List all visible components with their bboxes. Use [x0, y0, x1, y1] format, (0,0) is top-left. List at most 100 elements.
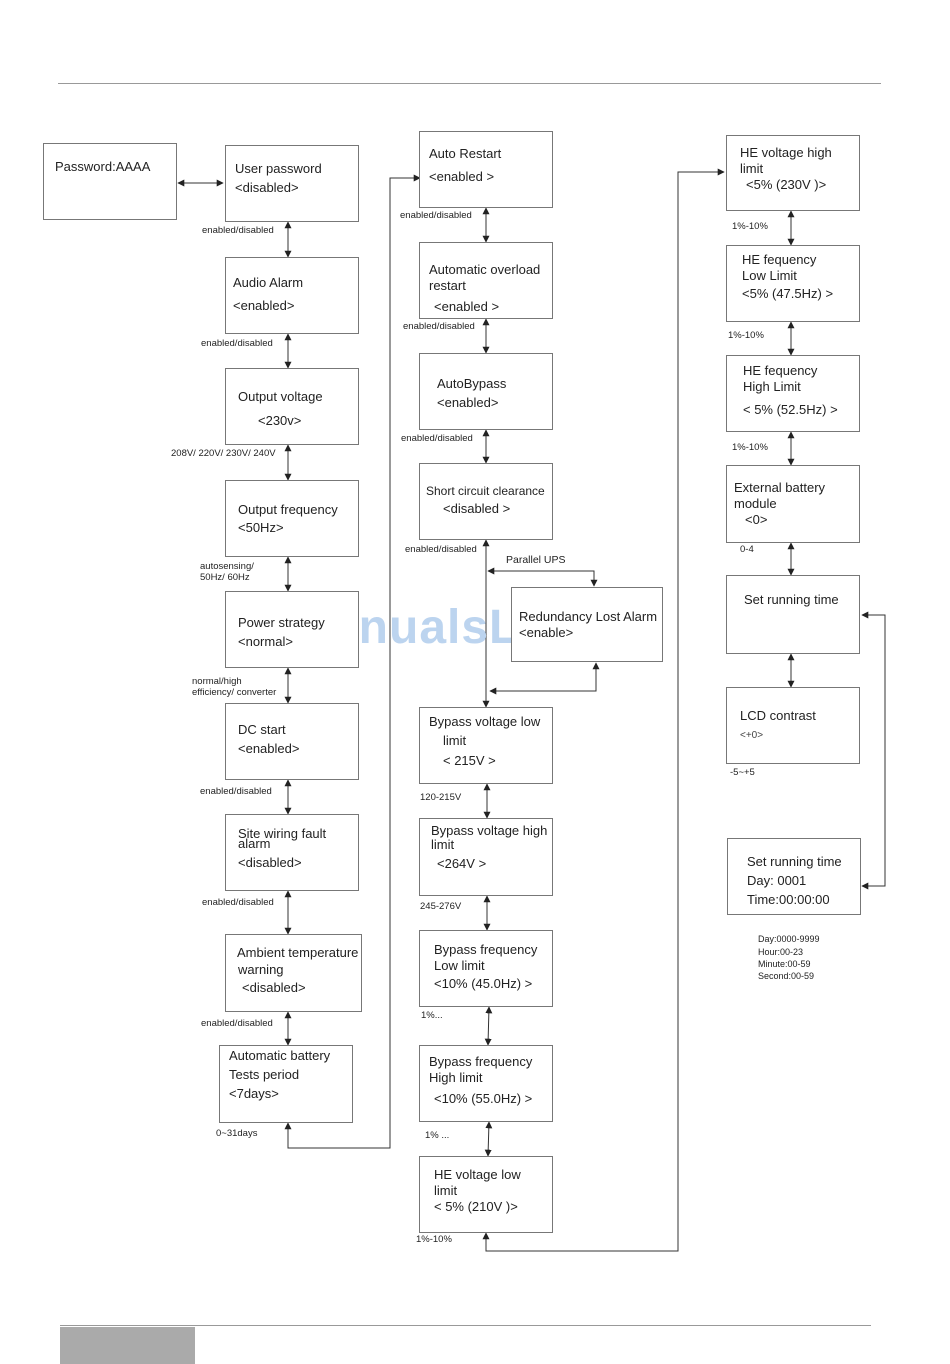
output-frequency-box[interactable]: Output frequency <50Hz> — [225, 480, 359, 557]
he-voltage-low-value: < 5% (210V )> — [434, 1199, 518, 1214]
set-running-time-detail-box[interactable]: Set running time Day: 0001 Time:00:00:00 — [727, 838, 861, 915]
bypass-voltage-low-value: < 215V > — [443, 753, 496, 768]
he-voltage-low-title-2: limit — [434, 1183, 458, 1198]
overload-restart-box[interactable]: Automatic overload restart <enabled > — [419, 242, 553, 319]
bypass-voltage-high-value: <264V > — [437, 856, 487, 871]
site-wiring-title-2: alarm — [238, 836, 271, 851]
range-site-wiring: enabled/disabled — [202, 897, 274, 908]
range-audio-alarm: enabled/disabled — [201, 338, 273, 349]
range-output-frequency-1: autosensing/ — [200, 561, 254, 572]
he-frequency-low-title: HE fequency — [742, 252, 817, 267]
short-circuit-title: Short circuit clearance — [426, 484, 545, 498]
password-box[interactable]: Password:AAAA — [43, 143, 177, 220]
range-output-voltage: 208V/ 220V/ 230V/ 240V — [171, 448, 276, 459]
audio-alarm-box[interactable]: Audio Alarm <enabled> — [225, 257, 359, 334]
he-voltage-low-title: HE voltage low — [434, 1167, 521, 1182]
he-frequency-low-box[interactable]: HE fequency Low Limit <5% (47.5Hz) > — [726, 245, 860, 322]
bypass-frequency-low-title-2: Low limit — [434, 958, 485, 973]
autobypass-box[interactable]: AutoBypass <enabled> — [419, 353, 553, 430]
he-voltage-high-title-2: limit — [740, 161, 764, 176]
bypass-voltage-low-box[interactable]: Bypass voltage low limit < 215V > — [419, 707, 553, 784]
he-frequency-low-title-2: Low Limit — [742, 268, 797, 283]
range-he-voltage-low: 1%-10% — [416, 1234, 452, 1245]
lcd-contrast-value: <+0> — [740, 730, 764, 741]
user-password-title: User password — [235, 161, 322, 176]
range-running-time-minute: Minute:00-59 — [758, 959, 811, 969]
footer-rule — [60, 1325, 871, 1326]
bypass-frequency-high-title: Bypass frequency — [429, 1054, 533, 1069]
ambient-temperature-box[interactable]: Ambient temperature warning <disabled> — [225, 934, 362, 1012]
ambient-temperature-title-2: warning — [238, 962, 284, 977]
range-bypass-voltage-high: 245-276V — [420, 901, 462, 912]
dc-start-box[interactable]: DC start <enabled> — [225, 703, 359, 780]
bypass-frequency-low-box[interactable]: Bypass frequency Low limit <10% (45.0Hz)… — [419, 930, 553, 1007]
bypass-voltage-high-title: Bypass voltage high — [431, 823, 548, 838]
range-running-time-hour: Hour:00-23 — [758, 947, 804, 957]
bypass-frequency-low-value: <10% (45.0Hz) > — [434, 976, 533, 991]
lcd-contrast-box[interactable]: LCD contrast <+0> — [726, 687, 860, 764]
user-password-value: <disabled> — [235, 180, 299, 195]
short-circuit-box[interactable]: Short circuit clearance <disabled > — [419, 463, 553, 540]
autobypass-title: AutoBypass — [437, 376, 507, 391]
range-short-circuit: enabled/disabled — [405, 544, 477, 555]
password-text: Password:AAAA — [55, 159, 151, 174]
he-frequency-low-value: <5% (47.5Hz) > — [742, 286, 834, 301]
range-running-time-second: Second:00-59 — [758, 971, 815, 981]
battery-tests-box[interactable]: Automatic battery Tests period <7days> — [219, 1045, 353, 1123]
he-voltage-low-box[interactable]: HE voltage low limit < 5% (210V )> — [419, 1156, 553, 1233]
lcd-contrast-title: LCD contrast — [740, 708, 816, 723]
redundancy-lost-alarm-box[interactable]: Redundancy Lost Alarm <enable> — [511, 587, 663, 662]
external-battery-title-2: module — [734, 496, 777, 511]
overload-restart-title-2: restart — [429, 278, 466, 293]
set-running-time-box[interactable]: Set running time — [726, 575, 860, 654]
running-time-detail-day: Day: 0001 — [747, 873, 807, 888]
overload-restart-title: Automatic overload — [429, 262, 541, 277]
site-wiring-title: Site wiring fault — [238, 826, 327, 841]
power-strategy-box[interactable]: Power strategy <normal> — [225, 591, 359, 668]
he-frequency-high-title: HE fequency — [743, 363, 818, 378]
range-ambient-temperature: enabled/disabled — [201, 1018, 273, 1029]
auto-restart-value: <enabled > — [429, 169, 495, 184]
he-frequency-high-title-2: High Limit — [743, 379, 801, 394]
range-power-strategy-1: normal/high — [192, 676, 242, 687]
auto-restart-title: Auto Restart — [429, 146, 502, 161]
range-bypass-frequency-high: 1% ... — [425, 1130, 450, 1141]
dc-start-title: DC start — [238, 722, 286, 737]
he-voltage-high-value: <5% (230V )> — [746, 177, 827, 192]
output-voltage-box[interactable]: Output voltage <230v> — [225, 368, 359, 445]
range-he-frequency-high: 1%-10% — [732, 442, 768, 453]
bypass-frequency-high-box[interactable]: Bypass frequency High limit <10% (55.0Hz… — [419, 1045, 553, 1122]
range-battery-tests: 0~31days — [216, 1128, 258, 1139]
range-external-battery: 0-4 — [740, 544, 754, 555]
he-voltage-high-box[interactable]: HE voltage high limit <5% (230V )> — [726, 135, 860, 211]
auto-restart-box[interactable]: Auto Restart <enabled > — [419, 131, 553, 208]
site-wiring-fault-box[interactable]: Site wiring fault alarm <disabled> — [225, 814, 359, 891]
range-he-frequency-low: 1%-10% — [728, 330, 764, 341]
power-strategy-title: Power strategy — [238, 615, 325, 630]
bypass-frequency-low-title: Bypass frequency — [434, 942, 538, 957]
range-bypass-voltage-low: 120-215V — [420, 792, 462, 803]
set-running-time-title: Set running time — [744, 592, 839, 607]
external-battery-box[interactable]: External battery module <0> — [726, 465, 860, 543]
short-circuit-value: <disabled > — [443, 501, 511, 516]
range-lcd-contrast: -5~+5 — [730, 767, 755, 778]
bypass-frequency-high-value: <10% (55.0Hz) > — [434, 1091, 533, 1106]
connector-running-time-detail — [861, 611, 886, 890]
range-dc-start: enabled/disabled — [200, 786, 272, 797]
audio-alarm-value: <enabled> — [233, 298, 295, 313]
range-output-frequency-2: 50Hz/ 60Hz — [200, 572, 250, 583]
running-time-detail-time: Time:00:00:00 — [747, 892, 830, 907]
output-voltage-value: <230v> — [258, 413, 302, 428]
overload-restart-value: <enabled > — [434, 299, 500, 314]
bypass-voltage-high-title-2: limit — [431, 837, 455, 852]
output-voltage-title: Output voltage — [238, 389, 323, 404]
range-power-strategy-2: efficiency/ converter — [192, 687, 277, 698]
bypass-voltage-high-box[interactable]: Bypass voltage high limit <264V > — [419, 818, 553, 896]
footer-block — [60, 1327, 195, 1364]
user-password-box[interactable]: User password <disabled> — [225, 145, 359, 222]
he-frequency-high-box[interactable]: HE fequency High Limit < 5% (52.5Hz) > — [726, 355, 860, 432]
header-rule — [58, 83, 881, 84]
redundancy-title: Redundancy Lost Alarm — [519, 609, 658, 624]
output-frequency-value: <50Hz> — [238, 520, 284, 535]
range-bypass-frequency-low: 1%... — [421, 1010, 443, 1021]
